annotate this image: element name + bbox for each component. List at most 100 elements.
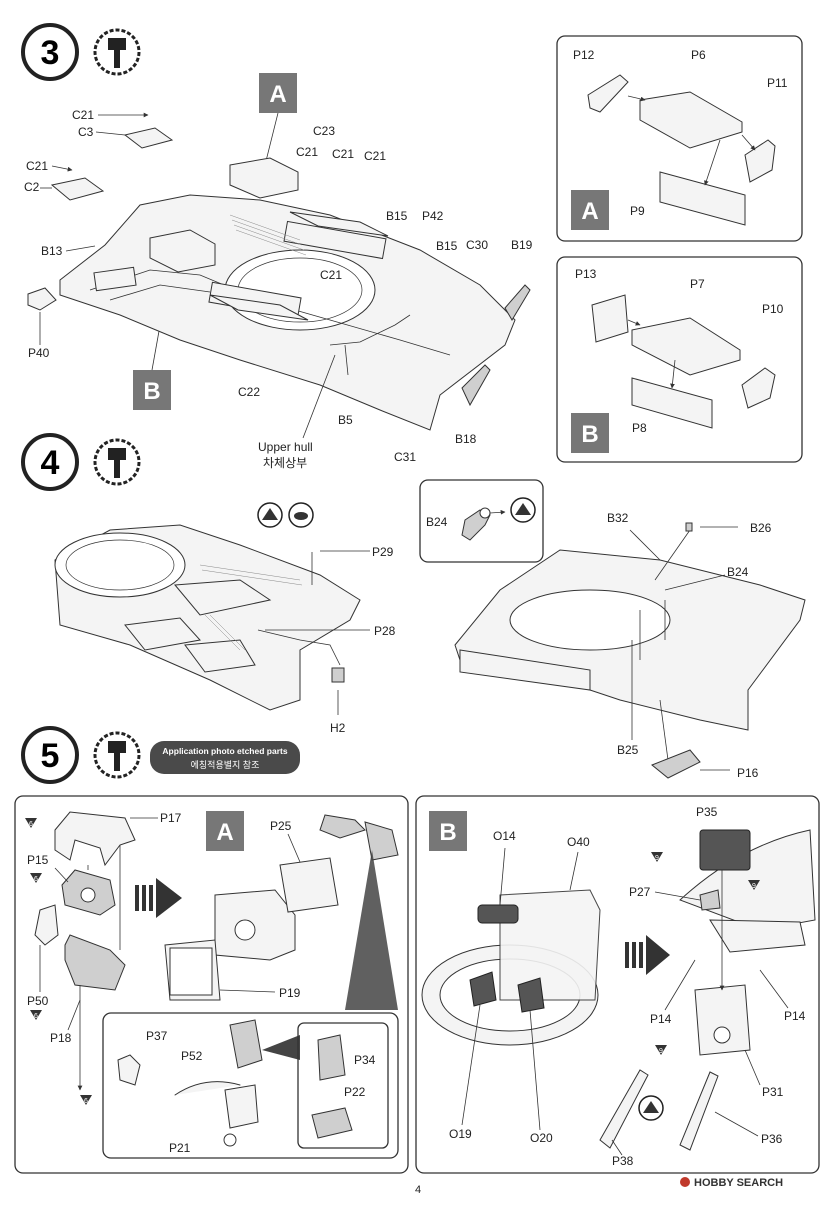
- svg-text:5: 5: [41, 737, 60, 775]
- svg-text:C30: C30: [466, 238, 488, 252]
- svg-text:B26: B26: [750, 521, 772, 535]
- svg-text:6: 6: [84, 1098, 88, 1105]
- svg-text:C31: C31: [394, 450, 416, 464]
- svg-text:B19: B19: [511, 238, 533, 252]
- step-4-left-drawing: P29 P28 H2: [54, 502, 396, 735]
- scrape-paint-icon: [510, 497, 536, 523]
- svg-text:P18: P18: [50, 1031, 72, 1045]
- cement-icon: [93, 28, 141, 76]
- svg-text:C21: C21: [26, 159, 48, 173]
- svg-text:P22: P22: [344, 1085, 366, 1099]
- svg-text:A: A: [269, 81, 286, 108]
- cement-icon: [93, 438, 141, 486]
- svg-text:C21: C21: [364, 149, 386, 163]
- svg-text:P14: P14: [784, 1009, 806, 1023]
- svg-text:B: B: [581, 421, 598, 448]
- inset-b-step3: B P13 P7 P10 P8: [556, 256, 803, 463]
- scrape-paint-icon: [257, 502, 283, 528]
- svg-text:P7: P7: [690, 277, 705, 291]
- svg-text:C21: C21: [332, 147, 354, 161]
- step-4-right-drawing: B24 B32 B26 B24 B25 P16: [419, 479, 806, 780]
- svg-text:P31: P31: [762, 1085, 784, 1099]
- color-code-tags: 6 6 6 6: [25, 818, 92, 1105]
- svg-text:C21: C21: [296, 145, 318, 159]
- upper-hull-label: Upper hull: [258, 440, 313, 454]
- svg-text:B24: B24: [426, 515, 448, 529]
- svg-text:HOBBY SEARCH: HOBBY SEARCH: [694, 1177, 783, 1189]
- svg-text:P16: P16: [737, 766, 759, 780]
- step-5-left-panel: A P17 P15 P50 P18 P25: [14, 795, 409, 1174]
- svg-text:C21: C21: [72, 108, 94, 122]
- step-5-header: 5 Application photo etched parts 에칭적용별지 …: [21, 726, 300, 784]
- svg-text:P8: P8: [632, 421, 647, 435]
- svg-text:B5: B5: [338, 413, 353, 427]
- svg-text:B18: B18: [455, 432, 477, 446]
- svg-text:P21: P21: [169, 1141, 191, 1155]
- photo-etch-note-kr: 에칭적용별지 참조: [191, 759, 260, 770]
- svg-text:H2: H2: [330, 721, 346, 735]
- svg-text:C3: C3: [78, 125, 94, 139]
- svg-text:P17: P17: [160, 811, 182, 825]
- upper-hull-label-kr: 차체상부: [263, 456, 307, 470]
- svg-text:B15: B15: [386, 209, 408, 223]
- svg-text:P52: P52: [181, 1049, 203, 1063]
- step-3-labels: C21 C3 C21 C2 B13 P40 C23 C21 C21 C21 C2…: [24, 108, 533, 470]
- svg-text:9: 9: [659, 1048, 663, 1055]
- svg-text:O40: O40: [567, 835, 590, 849]
- svg-text:C23: C23: [313, 124, 335, 138]
- svg-text:C21: C21: [320, 268, 342, 282]
- svg-text:O19: O19: [449, 1127, 472, 1141]
- page-number: 4: [415, 1184, 421, 1196]
- svg-text:P38: P38: [612, 1154, 634, 1168]
- upper-hull-drawing: [27, 127, 531, 431]
- svg-text:4: 4: [41, 444, 60, 482]
- step-3-number: 3: [41, 34, 60, 72]
- svg-text:P9: P9: [630, 204, 645, 218]
- svg-text:9: 9: [655, 855, 659, 862]
- svg-text:P19: P19: [279, 986, 301, 1000]
- svg-text:P34: P34: [354, 1053, 376, 1067]
- svg-text:B: B: [439, 819, 456, 846]
- svg-text:A: A: [581, 198, 598, 225]
- svg-text:P27: P27: [629, 885, 651, 899]
- svg-text:A: A: [216, 819, 233, 846]
- svg-text:P29: P29: [372, 545, 394, 559]
- svg-text:B: B: [143, 378, 160, 405]
- svg-text:C22: C22: [238, 385, 260, 399]
- svg-text:B15: B15: [436, 239, 458, 253]
- svg-text:B24: B24: [727, 565, 749, 579]
- cement-icon: [93, 731, 141, 779]
- svg-text:B25: B25: [617, 743, 639, 757]
- svg-text:B32: B32: [607, 511, 629, 525]
- svg-text:P14: P14: [650, 1012, 672, 1026]
- svg-text:O20: O20: [530, 1131, 553, 1145]
- inset-a-step3: A P12 P6 P11 P9: [556, 35, 803, 242]
- svg-text:6: 6: [34, 876, 38, 883]
- svg-text:P28: P28: [374, 624, 396, 638]
- svg-text:B13: B13: [41, 244, 63, 258]
- svg-text:P12: P12: [573, 48, 595, 62]
- step-3-header: 3: [21, 23, 141, 81]
- svg-text:P11: P11: [767, 76, 788, 90]
- color-code-tags: 9 9 9: [651, 852, 760, 1055]
- step-4-header: 4: [21, 433, 141, 491]
- svg-text:P25: P25: [270, 819, 292, 833]
- assembly-arrow: [625, 935, 670, 975]
- svg-text:P37: P37: [146, 1029, 168, 1043]
- svg-text:P50: P50: [27, 994, 49, 1008]
- svg-text:P35: P35: [696, 805, 718, 819]
- svg-text:P42: P42: [422, 209, 444, 223]
- step-5-right-panel: B O14 O40 O19 O20 P35 P27: [415, 795, 820, 1174]
- svg-text:O14: O14: [493, 829, 516, 843]
- photo-etch-note: Application photo etched parts: [162, 746, 287, 756]
- svg-text:P13: P13: [575, 267, 597, 281]
- svg-text:P10: P10: [762, 302, 784, 316]
- drill-hole-icon: [288, 502, 314, 528]
- svg-text:P15: P15: [27, 853, 49, 867]
- callout-a-step3: A: [259, 73, 297, 166]
- svg-text:P36: P36: [761, 1132, 783, 1146]
- assembly-arrow: [135, 878, 182, 918]
- svg-text:C2: C2: [24, 180, 40, 194]
- svg-text:6: 6: [34, 1013, 38, 1020]
- svg-text:P6: P6: [691, 48, 706, 62]
